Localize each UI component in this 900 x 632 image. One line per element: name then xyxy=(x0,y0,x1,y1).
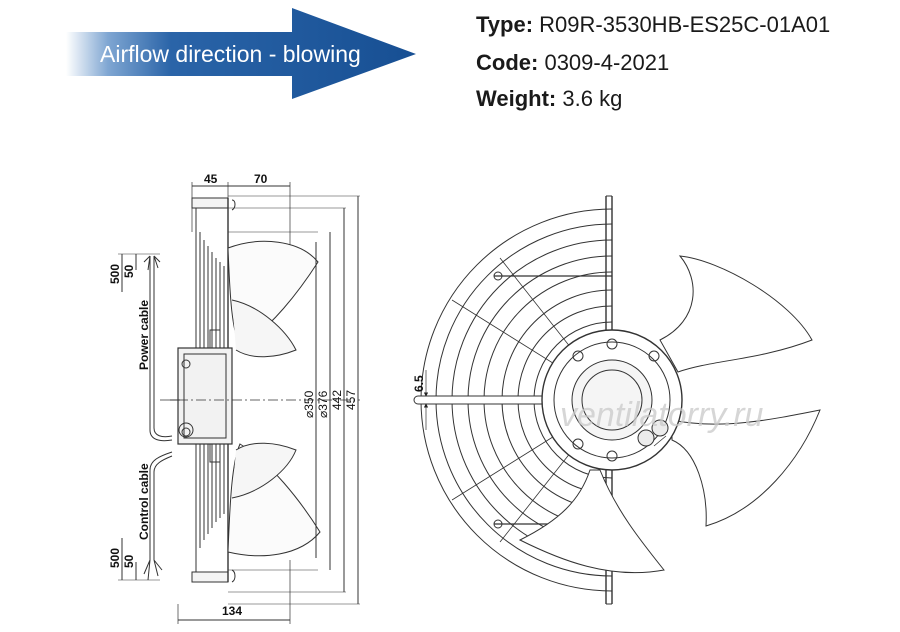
front-view xyxy=(413,195,821,605)
dim-diameter-350: ⌀350 xyxy=(302,390,316,418)
arrow-shape xyxy=(66,8,416,99)
spec-type-value: R09R-3530HB-ES25C-01A01 xyxy=(539,12,831,37)
spec-code-value: 0309-4-2021 xyxy=(544,50,670,75)
side-view xyxy=(118,182,360,624)
dim-442: 442 xyxy=(330,390,344,410)
power-cable-label: Power cable xyxy=(137,300,151,370)
airflow-direction-arrow: Airflow direction - blowing xyxy=(66,8,416,99)
watermark: ventilatorry.ru xyxy=(560,396,764,434)
spec-weight-value: 3.6 kg xyxy=(562,86,623,111)
dim-diameter-376: ⌀376 xyxy=(316,390,330,418)
spec-code-key: Code: xyxy=(476,50,539,75)
spec-weight: Weight: 3.6 kg xyxy=(476,86,622,112)
dim-70: 70 xyxy=(254,172,268,186)
dim-45: 45 xyxy=(204,172,218,186)
dim-457: 457 xyxy=(344,390,358,410)
control-cable-length-50: 50 xyxy=(122,554,136,568)
dim-134: 134 xyxy=(222,604,242,618)
airflow-label: Airflow direction - blowing xyxy=(100,41,361,67)
spec-type-key: Type: xyxy=(476,12,534,37)
control-cable-label: Control cable xyxy=(137,463,151,540)
power-cable-length-500: 500 xyxy=(108,264,122,284)
control-cable-length-500: 500 xyxy=(108,548,122,568)
slot-dim-6-5: 6.5 xyxy=(412,375,426,392)
power-cable-length-50: 50 xyxy=(122,264,136,278)
spec-code: Code: 0309-4-2021 xyxy=(476,50,669,76)
spec-weight-key: Weight: xyxy=(476,86,557,111)
spec-type: Type: R09R-3530HB-ES25C-01A01 xyxy=(476,12,830,38)
